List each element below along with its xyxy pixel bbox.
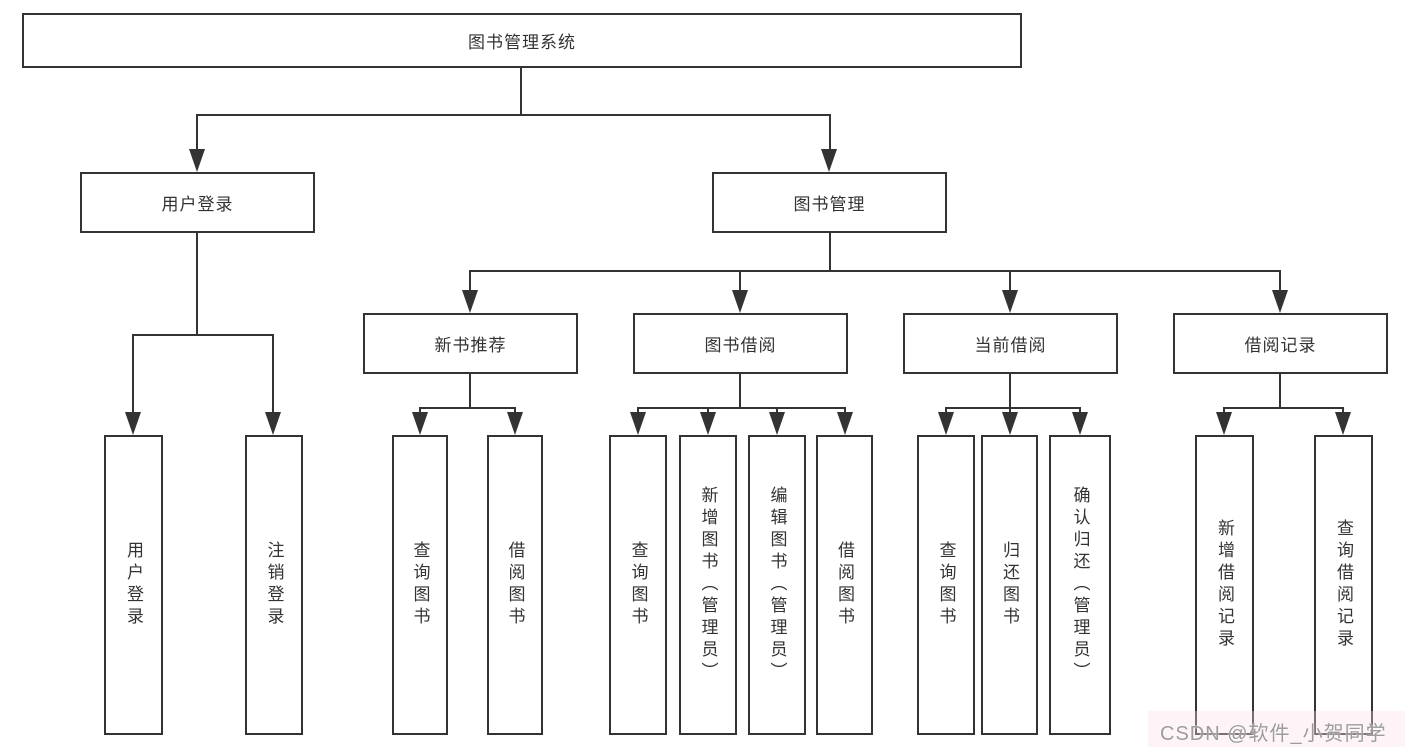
leaf-logout-label: 注销登录	[264, 541, 284, 629]
connector-line	[469, 270, 1281, 272]
leaf-nb-query-books: 查询图书	[392, 435, 448, 735]
leaf-bb-query-books: 查询图书	[609, 435, 667, 735]
connector-line	[1079, 407, 1081, 415]
arrow-down-icon	[732, 290, 748, 313]
node-book-borrow: 图书借阅	[633, 313, 848, 374]
leaf-cb-query-books: 查询图书	[917, 435, 975, 735]
leaf-cb-return-books: 归还图书	[981, 435, 1038, 735]
arrow-down-icon	[1335, 412, 1351, 435]
leaf-nb-query-books-label: 查询图书	[410, 541, 430, 629]
arrow-down-icon	[1002, 290, 1018, 313]
connector-line	[196, 114, 198, 152]
connector-line	[637, 407, 846, 409]
node-root: 图书管理系统	[22, 13, 1022, 68]
connector-line	[945, 407, 1081, 409]
arrow-down-icon	[769, 412, 785, 435]
arrow-down-icon	[821, 149, 837, 172]
node-book-management-label: 图书管理	[793, 195, 866, 214]
node-borrow-records-label: 借阅记录	[1244, 336, 1317, 355]
node-current-borrow-label: 当前借阅	[974, 336, 1047, 355]
connector-line	[829, 233, 831, 272]
leaf-bb-borrow-books-label: 借阅图书	[835, 541, 854, 629]
leaf-br-add-record: 新增借阅记录	[1195, 435, 1254, 735]
leaf-br-query-record: 查询借阅记录	[1314, 435, 1373, 735]
connector-line	[1009, 407, 1011, 415]
connector-line	[1009, 374, 1011, 409]
connector-line	[469, 270, 471, 294]
connector-line	[419, 407, 516, 409]
watermark-text: CSDN @软件_小贺同学	[1160, 723, 1387, 745]
arrow-down-icon	[507, 412, 523, 435]
connector-line	[637, 407, 639, 415]
arrow-down-icon	[265, 412, 281, 435]
arrow-down-icon	[1072, 412, 1088, 435]
leaf-user-login: 用户登录	[104, 435, 163, 735]
leaf-nb-borrow-books: 借阅图书	[487, 435, 543, 735]
connector-line	[514, 407, 516, 415]
leaf-cb-confirm-return: 确认归还（管理员）	[1049, 435, 1111, 735]
connector-line	[1223, 407, 1344, 409]
leaf-cb-query-books-label: 查询图书	[936, 541, 956, 629]
connector-line	[1279, 374, 1281, 409]
node-root-label: 图书管理系统	[468, 33, 576, 52]
leaf-bb-edit-books-label: 编辑图书（管理员）	[767, 486, 787, 684]
leaf-br-add-record-label: 新增借阅记录	[1215, 519, 1234, 651]
connector-line	[196, 233, 198, 336]
connector-line	[739, 270, 741, 294]
arrow-down-icon	[1272, 290, 1288, 313]
node-current-borrow: 当前借阅	[903, 313, 1118, 374]
leaf-cb-return-books-label: 归还图书	[1000, 541, 1019, 629]
arrow-down-icon	[837, 412, 853, 435]
node-book-borrow-label: 图书借阅	[704, 336, 777, 355]
leaf-bb-edit-books: 编辑图书（管理员）	[748, 435, 806, 735]
connector-line	[469, 374, 471, 409]
connector-line	[829, 114, 831, 152]
connector-line	[739, 374, 741, 409]
connector-line	[1342, 407, 1344, 415]
connector-line	[132, 334, 134, 414]
connector-line	[520, 68, 522, 114]
connector-line	[196, 114, 831, 116]
node-user-login-label: 用户登录	[161, 195, 234, 214]
connector-line	[707, 407, 709, 415]
connector-line	[1279, 270, 1281, 294]
arrow-down-icon	[462, 290, 478, 313]
arrow-down-icon	[1216, 412, 1232, 435]
connector-line	[1009, 270, 1011, 294]
arrow-down-icon	[630, 412, 646, 435]
leaf-bb-borrow-books: 借阅图书	[816, 435, 873, 735]
arrow-down-icon	[700, 412, 716, 435]
arrow-down-icon	[1002, 412, 1018, 435]
connector-line	[844, 407, 846, 415]
arrow-down-icon	[412, 412, 428, 435]
leaf-nb-borrow-books-label: 借阅图书	[505, 541, 525, 629]
arrow-down-icon	[125, 412, 141, 435]
leaf-bb-add-books: 新增图书（管理员）	[679, 435, 737, 735]
node-borrow-records: 借阅记录	[1173, 313, 1388, 374]
connector-line	[1223, 407, 1225, 415]
leaf-bb-query-books-label: 查询图书	[628, 541, 648, 629]
connector-line	[945, 407, 947, 415]
arrow-down-icon	[189, 149, 205, 172]
leaf-bb-add-books-label: 新增图书（管理员）	[698, 486, 718, 684]
leaf-user-login-label: 用户登录	[124, 541, 143, 629]
connector-line	[132, 334, 274, 336]
connector-line	[419, 407, 421, 415]
node-new-book-recommend-label: 新书推荐	[434, 336, 507, 355]
leaf-logout: 注销登录	[245, 435, 303, 735]
node-book-management: 图书管理	[712, 172, 947, 233]
node-new-book-recommend: 新书推荐	[363, 313, 578, 374]
node-user-login: 用户登录	[80, 172, 315, 233]
leaf-br-query-record-label: 查询借阅记录	[1334, 519, 1353, 651]
connector-line	[272, 334, 274, 414]
arrow-down-icon	[938, 412, 954, 435]
leaf-cb-confirm-return-label: 确认归还（管理员）	[1070, 486, 1090, 684]
connector-line	[776, 407, 778, 415]
